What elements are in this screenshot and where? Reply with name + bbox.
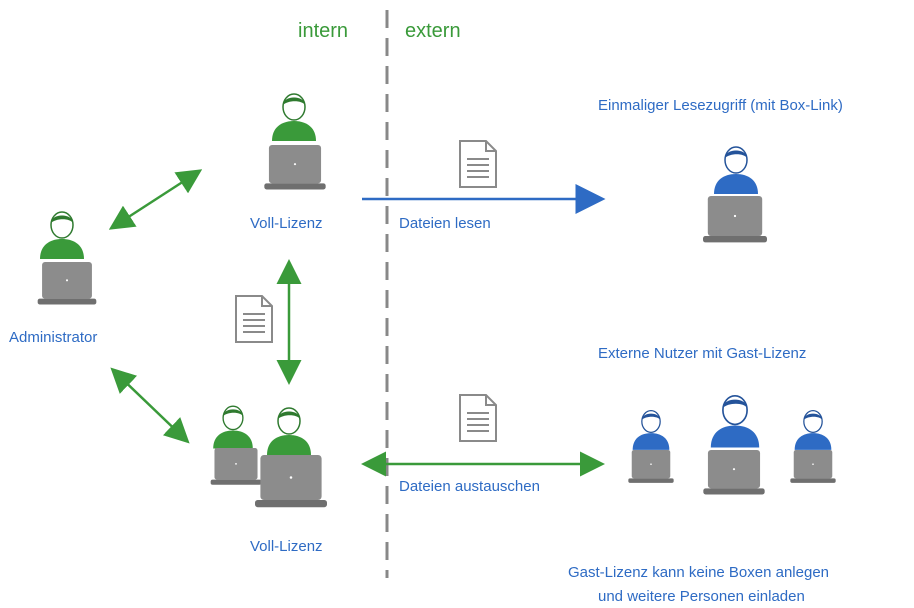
admin-user-icon — [37, 211, 97, 305]
read-files-label: Dateien lesen — [399, 215, 491, 232]
admin-bottom-arrow — [110, 367, 190, 444]
document-icon-internal — [234, 294, 274, 344]
zone-label-extern: extern — [405, 20, 461, 42]
guest-note-line1: Gast-Lizenz kann keine Boxen anlegen — [568, 564, 830, 581]
zone-label-intern: intern — [298, 20, 349, 42]
guest-users-icon — [628, 394, 836, 495]
guest-users-label: Externe Nutzer mit Gast-Lizenz — [598, 345, 807, 362]
guest-note-line2: und weitere Personen einladen — [598, 588, 805, 605]
admin-label: Administrator — [9, 329, 98, 346]
document-icon-exchange — [458, 393, 498, 443]
one-time-reader-icon — [703, 146, 767, 243]
document-icon-read — [458, 139, 498, 189]
full-license-users-bottom-icon — [210, 405, 327, 508]
admin-top-arrow — [108, 169, 203, 230]
full-license-user-top-icon — [264, 93, 326, 190]
full-license-bottom-label: Voll-Lizenz — [250, 538, 323, 555]
exchange-files-label: Dateien austauschen — [399, 478, 540, 495]
one-time-read-label: Einmaliger Lesezugriff (mit Box-Link) — [598, 97, 843, 114]
full-license-top-label: Voll-Lizenz — [250, 215, 323, 232]
